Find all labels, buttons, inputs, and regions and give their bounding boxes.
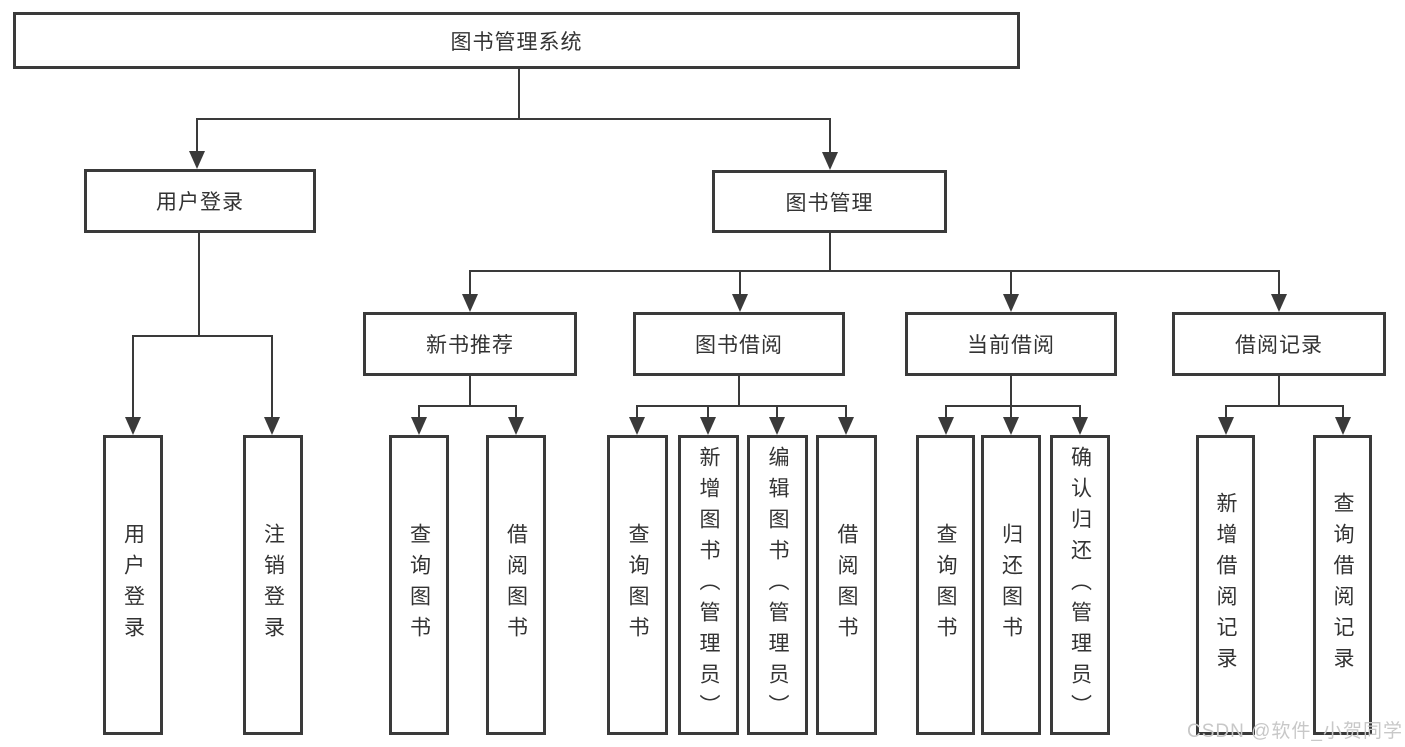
leaf-label: 查询借阅记录 [1331,492,1354,678]
connector-new-book-rail [418,405,517,407]
arrowhead-down-icon [264,417,280,435]
arrowhead-down-icon [508,417,524,435]
leaf-logout-login: 注销登录 [243,435,303,735]
arrowhead-down-icon [1003,417,1019,435]
connector-drop-leaf [945,405,947,419]
connector-drop-leaf [1225,405,1227,419]
connector-borrowing-records-stem [1278,376,1280,407]
connector-drop-leaf [636,405,638,419]
arrowhead-down-icon [1003,294,1019,312]
leaf-label: 归还图书 [999,523,1023,647]
leaf-borrow-books-borrowing: 借阅图书 [816,435,877,735]
leaf-label: 查询图书 [407,523,431,647]
leaf-borrow-books-recommend: 借阅图书 [486,435,546,735]
arrowhead-down-icon [189,151,205,169]
connector-drop-new-book-recommendation [469,270,471,296]
leaf-query-borrow-record: 查询借阅记录 [1313,435,1372,735]
node-borrowing-records: 借阅记录 [1172,312,1386,376]
connector-current-borrowing-rail [945,405,1081,407]
node-label: 图书管理 [785,191,874,215]
arrowhead-down-icon [125,417,141,435]
leaf-label: 确认归还（管理员） [1068,445,1092,725]
node-user-login: 用户登录 [84,169,316,233]
connector-drop-book-management [829,118,831,154]
connector-user-login-rail [132,335,273,337]
leaf-add-books-admin: 新增图书（管理员） [678,435,739,735]
connector-level2-rail [196,118,831,120]
connector-drop-leaf [1010,405,1012,419]
leaf-label: 新增图书（管理员） [697,445,720,725]
arrowhead-down-icon [938,417,954,435]
node-label: 当前借阅 [967,334,1055,357]
connector-drop-leaf [1342,405,1344,419]
connector-root-stem [518,68,520,120]
arrowhead-down-icon [462,294,478,312]
leaf-query-books-current: 查询图书 [916,435,975,735]
leaf-query-books-borrowing: 查询图书 [607,435,668,735]
arrowhead-down-icon [838,417,854,435]
connector-drop-book-borrowing [739,270,741,296]
arrowhead-down-icon [1072,417,1088,435]
arrowhead-down-icon [1271,294,1287,312]
arrowhead-down-icon [822,152,838,170]
node-label: 图书借阅 [695,334,783,357]
leaf-label: 查询图书 [626,523,649,647]
connector-book-borrowing-rail [636,405,847,407]
connector-drop-current-borrowing [1010,270,1012,296]
connector-drop-leaf-user-login [132,335,134,419]
connector-drop-leaf [707,405,709,419]
arrowhead-down-icon [769,417,785,435]
leaf-edit-books-admin: 编辑图书（管理员） [747,435,808,735]
leaf-label: 借阅图书 [504,523,528,647]
node-label: 用户登录 [156,191,244,214]
connector-new-book-stem [469,376,471,407]
connector-borrowing-records-rail [1225,405,1344,407]
arrowhead-down-icon [1335,417,1351,435]
connector-drop-leaf-logout [271,335,273,419]
leaf-query-books-recommend: 查询图书 [389,435,449,735]
connector-book-management-stem [829,233,831,272]
leaf-label: 新增借阅记录 [1214,492,1237,678]
arrowhead-down-icon [700,417,716,435]
connector-drop-borrowing-records [1278,270,1280,296]
connector-current-borrowing-stem [1010,376,1012,407]
node-label: 借阅记录 [1235,334,1323,357]
connector-user-login-stem [198,233,200,337]
connector-level3-rail [469,270,1280,272]
arrowhead-down-icon [732,294,748,312]
node-book-management: 图书管理 [712,170,947,233]
leaf-label: 编辑图书（管理员） [766,445,789,725]
leaf-label: 注销登录 [261,523,285,647]
leaf-label: 查询图书 [934,523,957,647]
leaf-add-borrow-record: 新增借阅记录 [1196,435,1255,735]
connector-drop-leaf [1079,405,1081,419]
leaf-label: 借阅图书 [835,523,858,647]
connector-book-borrowing-stem [738,376,740,407]
connector-drop-leaf [776,405,778,419]
node-current-borrowing: 当前借阅 [905,312,1117,376]
connector-drop-leaf [845,405,847,419]
node-label: 新书推荐 [426,334,514,357]
watermark: CSDN @软件_小贺同学 [1187,721,1403,742]
leaf-confirm-return-admin: 确认归还（管理员） [1050,435,1110,735]
connector-drop-leaf [418,405,420,419]
node-label: 图书管理系统 [450,30,583,54]
connector-drop-leaf [515,405,517,419]
node-library-system: 图书管理系统 [13,12,1020,69]
leaf-return-books: 归还图书 [981,435,1041,735]
connector-drop-user-login [196,118,198,153]
arrowhead-down-icon [1218,417,1234,435]
arrowhead-down-icon [411,417,427,435]
leaf-user-login: 用户登录 [103,435,163,735]
node-new-book-recommendation: 新书推荐 [363,312,577,376]
node-book-borrowing: 图书借阅 [633,312,845,376]
arrowhead-down-icon [629,417,645,435]
leaf-label: 用户登录 [121,523,145,647]
